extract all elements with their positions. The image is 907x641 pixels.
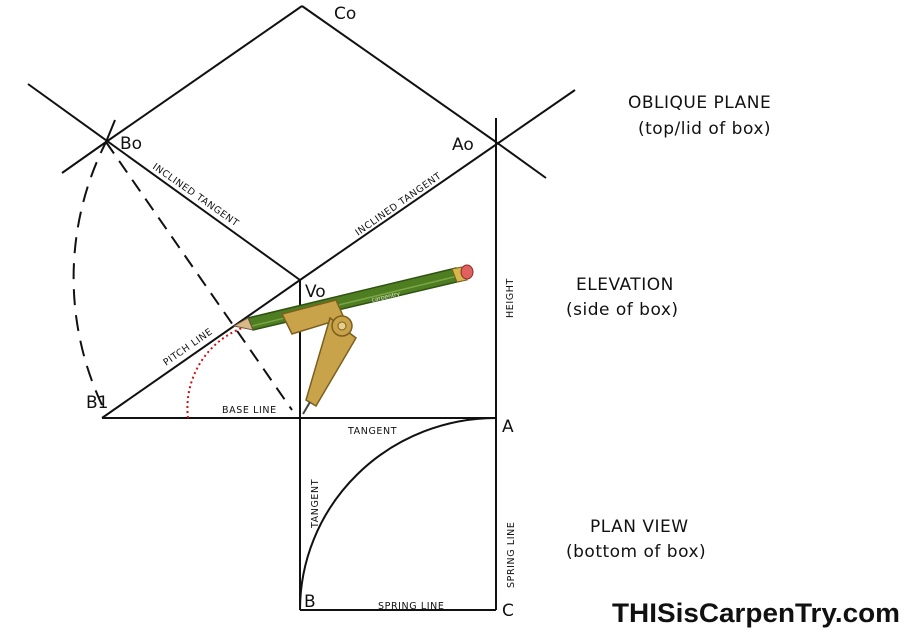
label-spring-line-bottom: SPRING LINE [378, 601, 444, 612]
label-inclined-tangent-left: INCLINED TANGENT [150, 161, 240, 229]
brand-logo-text: THISisCarpenTry.com [612, 598, 900, 628]
label-a: A [502, 417, 514, 437]
label-c: C [502, 601, 514, 621]
label-base-line: BASE LINE [222, 405, 277, 416]
line-right-diagonal-top [299, 89, 576, 281]
dotted-red-arc [186, 327, 243, 419]
line-bo-extension-left [61, 141, 107, 174]
line-bo-tick-up [105, 119, 116, 143]
label-vo: Vo [305, 282, 326, 302]
line-bo-co [105, 5, 303, 143]
label-height: HEIGHT [505, 278, 516, 318]
label-tangent-left: TANGENT [310, 479, 321, 529]
pitch-line [101, 279, 301, 419]
point-labels: Co Bo Ao Vo B1 A B C [86, 4, 514, 621]
elevation-title: ELEVATION [576, 275, 674, 295]
elevation-lines [101, 142, 497, 611]
pencil-stripe [251, 275, 459, 327]
oblique-plane-subtitle: (top/lid of box) [638, 119, 771, 139]
pencil-body [246, 267, 463, 331]
label-spring-line-vertical: SPRING LINE [506, 522, 517, 588]
label-b: B [304, 592, 316, 612]
oblique-plane-lines [27, 5, 576, 281]
compass-illustration: carpentry [232, 264, 474, 415]
label-ao: Ao [452, 135, 474, 155]
line-left-diagonal-top [27, 83, 301, 281]
label-inclined-tangent-right: INCLINED TANGENT [353, 171, 443, 239]
label-co: Co [334, 4, 356, 24]
plan-view-title: PLAN VIEW [590, 517, 689, 537]
compass-needle [302, 401, 311, 415]
line-ao-extension-right [495, 141, 547, 179]
compass-hinge-pin [337, 321, 347, 331]
line-labels: INCLINED TANGENT INCLINED TANGENT PITCH … [150, 161, 517, 612]
label-bo: Bo [120, 134, 142, 154]
plan-quarter-arc [299, 417, 497, 611]
oblique-plane-title: OBLIQUE PLANE [628, 93, 771, 113]
dashed-arc-b1-bo [72, 141, 107, 406]
dashed-line-bo-base [105, 141, 293, 411]
label-b1: B1 [86, 393, 108, 413]
label-tangent-top: TANGENT [347, 426, 397, 437]
view-titles: OBLIQUE PLANE (top/lid of box) ELEVATION… [566, 93, 771, 562]
line-co-ao [301, 5, 497, 143]
label-pitch-line: PITCH LINE [161, 326, 215, 368]
elevation-subtitle: (side of box) [566, 300, 679, 320]
plan-view-subtitle: (bottom of box) [566, 542, 706, 562]
pencil-tip [232, 317, 254, 331]
pencil-eraser [460, 264, 474, 280]
